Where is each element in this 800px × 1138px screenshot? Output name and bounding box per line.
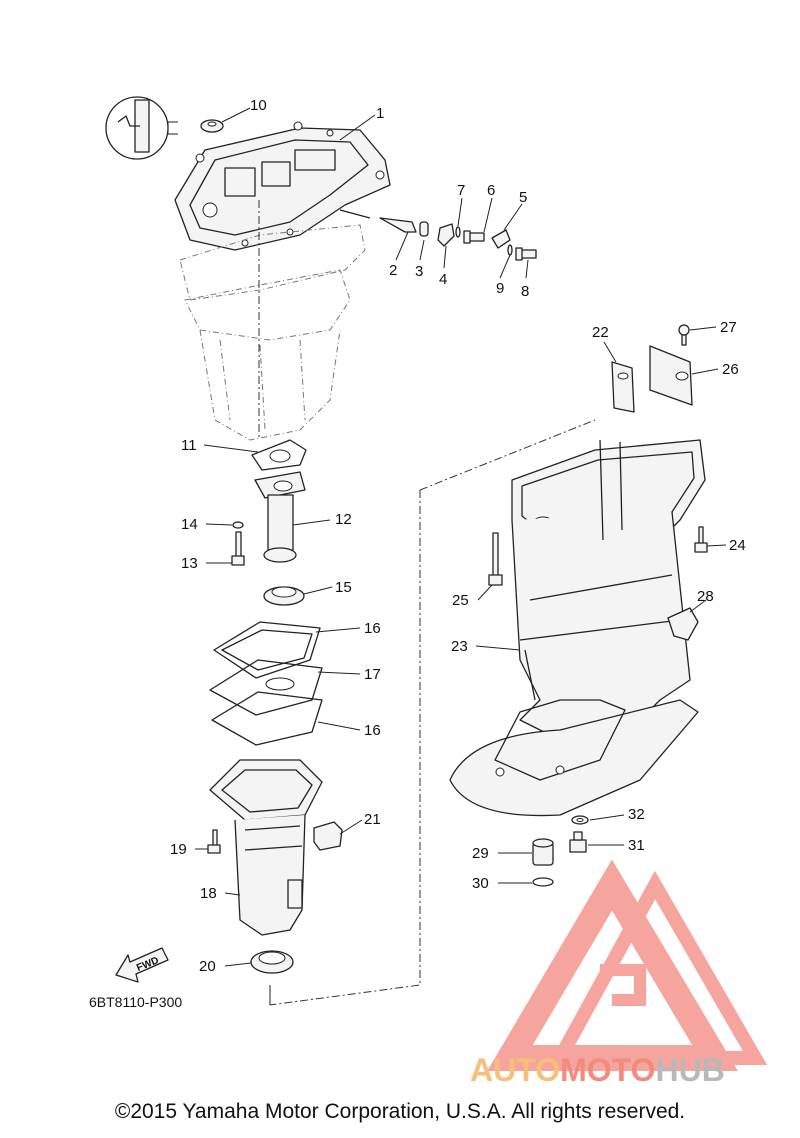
- part-20-clamp: [250, 950, 294, 974]
- callout-10: 10: [250, 97, 267, 114]
- callout-2: 2: [389, 262, 397, 279]
- part-19-bolt: [207, 829, 221, 854]
- part-12-exhaust-guide: [254, 471, 306, 563]
- part-1-upper-casing: [174, 121, 391, 251]
- watermark-part-moto: MOTO: [560, 1052, 656, 1088]
- part-31-bolt: [569, 831, 587, 853]
- leader-lines: [195, 107, 727, 967]
- callout-8: 8: [521, 283, 529, 300]
- parts-16-17-gaskets: [209, 621, 323, 746]
- callout-5: 5: [519, 189, 527, 206]
- watermark-text: AUTOMOTOHUB: [470, 1052, 800, 1089]
- diagram-code: 6BT8110-P300: [89, 994, 183, 1010]
- callout-31: 31: [628, 837, 645, 854]
- watermark-logo-icon: [487, 859, 768, 1071]
- callout-20: 20: [199, 958, 216, 975]
- clip-detail-inset: [105, 96, 178, 160]
- watermark-part-hub: HUB: [655, 1052, 725, 1088]
- part-21-damper: [313, 821, 343, 851]
- part-28-cap: [667, 607, 699, 641]
- callout-9: 9: [496, 280, 504, 297]
- callout-22: 22: [592, 324, 609, 341]
- part-15-seal: [263, 586, 305, 606]
- part-32-washer: [571, 815, 589, 825]
- callout-6: 6: [487, 182, 495, 199]
- callout-25: 25: [452, 592, 469, 609]
- callout-14: 14: [181, 516, 198, 533]
- part-18-muffler: [209, 759, 323, 936]
- watermark-part-auto: AUTO: [470, 1052, 561, 1088]
- part-11-gasket: [251, 439, 307, 471]
- copyright-notice: ©2015 Yamaha Motor Corporation, U.S.A. A…: [114, 1100, 686, 1123]
- callout-28: 28: [697, 588, 714, 605]
- callout-16-upper: 16: [364, 620, 381, 637]
- callout-23: 23: [451, 638, 468, 655]
- part-10-washer: [200, 119, 224, 133]
- callout-4: 4: [439, 271, 447, 288]
- parts-2-to-9-linkage: [379, 217, 537, 261]
- part-29-anode: [532, 838, 554, 866]
- callout-18: 18: [200, 885, 217, 902]
- callout-11: 11: [181, 437, 197, 454]
- callout-30: 30: [472, 875, 489, 892]
- callout-16-lower: 16: [364, 722, 381, 739]
- part-23-upper-casing: [449, 439, 706, 817]
- callout-27: 27: [720, 319, 737, 336]
- callout-19: 19: [170, 841, 187, 858]
- callout-labels: 10 1 7 6 5 2 3 4 9 8 11 12 14 13 15 16 1…: [170, 97, 746, 975]
- callout-17: 17: [364, 666, 381, 683]
- part-26-plate: [649, 345, 693, 406]
- callout-24: 24: [729, 537, 746, 554]
- callout-21: 21: [364, 811, 381, 828]
- callout-1: 1: [376, 105, 384, 122]
- callout-13: 13: [181, 555, 198, 572]
- part-30-ring: [532, 877, 554, 887]
- callout-7: 7: [457, 182, 465, 199]
- callout-26: 26: [722, 361, 739, 378]
- assembly-bracket-lines: [269, 419, 596, 1006]
- part-24-bolt: [694, 526, 708, 553]
- part-22-bracket: [611, 361, 635, 413]
- fwd-arrow-icon: FWD: [115, 947, 169, 983]
- part-27-bolt: [678, 324, 690, 346]
- callout-29: 29: [472, 845, 489, 862]
- part-13-bolt: [231, 521, 245, 566]
- part-25-bolt: [488, 532, 503, 586]
- callout-32: 32: [628, 806, 645, 823]
- callout-15: 15: [335, 579, 352, 596]
- callout-3: 3: [415, 263, 423, 280]
- callout-12: 12: [335, 511, 352, 528]
- ghost-engine-outline: [179, 200, 366, 441]
